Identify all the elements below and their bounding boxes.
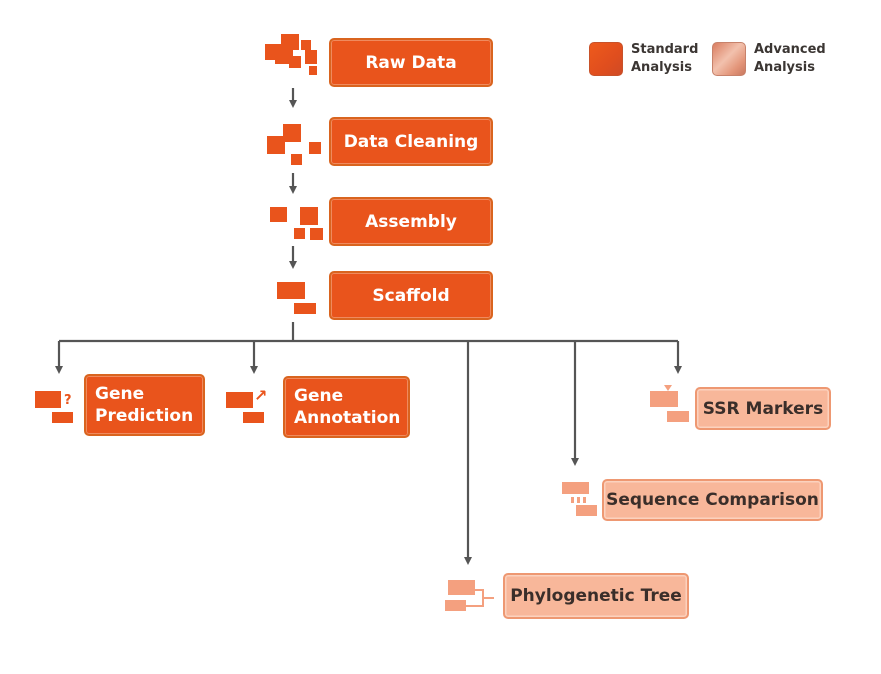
data-cleaning-label: Data Cleaning xyxy=(343,131,479,152)
legend-standard-label: Standard Analysis xyxy=(631,42,699,75)
gene-annotation-label-line1: Gene xyxy=(294,386,344,406)
data-cleaning-node[interactable]: Data Cleaning xyxy=(329,117,493,166)
ssr-markers-icon xyxy=(650,385,692,425)
phylogenetic-tree-label: Phylogenetic Tree xyxy=(510,586,682,606)
raw-data-icon xyxy=(265,34,321,78)
data-cleaning-icon xyxy=(267,122,323,168)
gene-prediction-label-line1: Gene xyxy=(95,384,145,404)
gene-prediction-node[interactable]: Gene Prediction xyxy=(84,374,205,436)
scaffold-node[interactable]: Scaffold xyxy=(329,271,493,320)
legend-advanced-swatch xyxy=(712,42,746,76)
ssr-markers-label: SSR Markers xyxy=(702,398,824,419)
sequence-comparison-icon xyxy=(562,482,602,520)
raw-data-node[interactable]: Raw Data xyxy=(329,38,493,87)
sequence-comparison-node[interactable]: Sequence Comparison xyxy=(602,479,823,521)
arrow-up-right-icon: ↗ xyxy=(254,386,268,405)
gene-prediction-icon: ? xyxy=(35,391,77,425)
scaffold-icon xyxy=(277,282,321,316)
sequence-comparison-label: Sequence Comparison xyxy=(606,490,819,510)
question-mark-icon: ? xyxy=(64,393,72,408)
scaffold-label: Scaffold xyxy=(372,285,450,306)
gene-annotation-label-line2: Annotation xyxy=(294,408,401,428)
gene-annotation-icon: ↗ xyxy=(226,386,272,426)
assembly-node[interactable]: Assembly xyxy=(329,197,493,246)
gene-prediction-label-line2: Prediction xyxy=(95,406,194,426)
raw-data-label: Raw Data xyxy=(365,52,457,73)
assembly-icon xyxy=(270,206,326,242)
legend-standard-swatch xyxy=(589,42,623,76)
phylogenetic-tree-icon xyxy=(445,578,497,614)
legend-advanced-label: Advanced Analysis xyxy=(754,42,826,75)
phylogenetic-tree-node[interactable]: Phylogenetic Tree xyxy=(503,573,689,619)
ssr-markers-node[interactable]: SSR Markers xyxy=(695,387,831,430)
gene-annotation-node[interactable]: Gene Annotation xyxy=(283,376,410,438)
assembly-label: Assembly xyxy=(365,211,457,232)
